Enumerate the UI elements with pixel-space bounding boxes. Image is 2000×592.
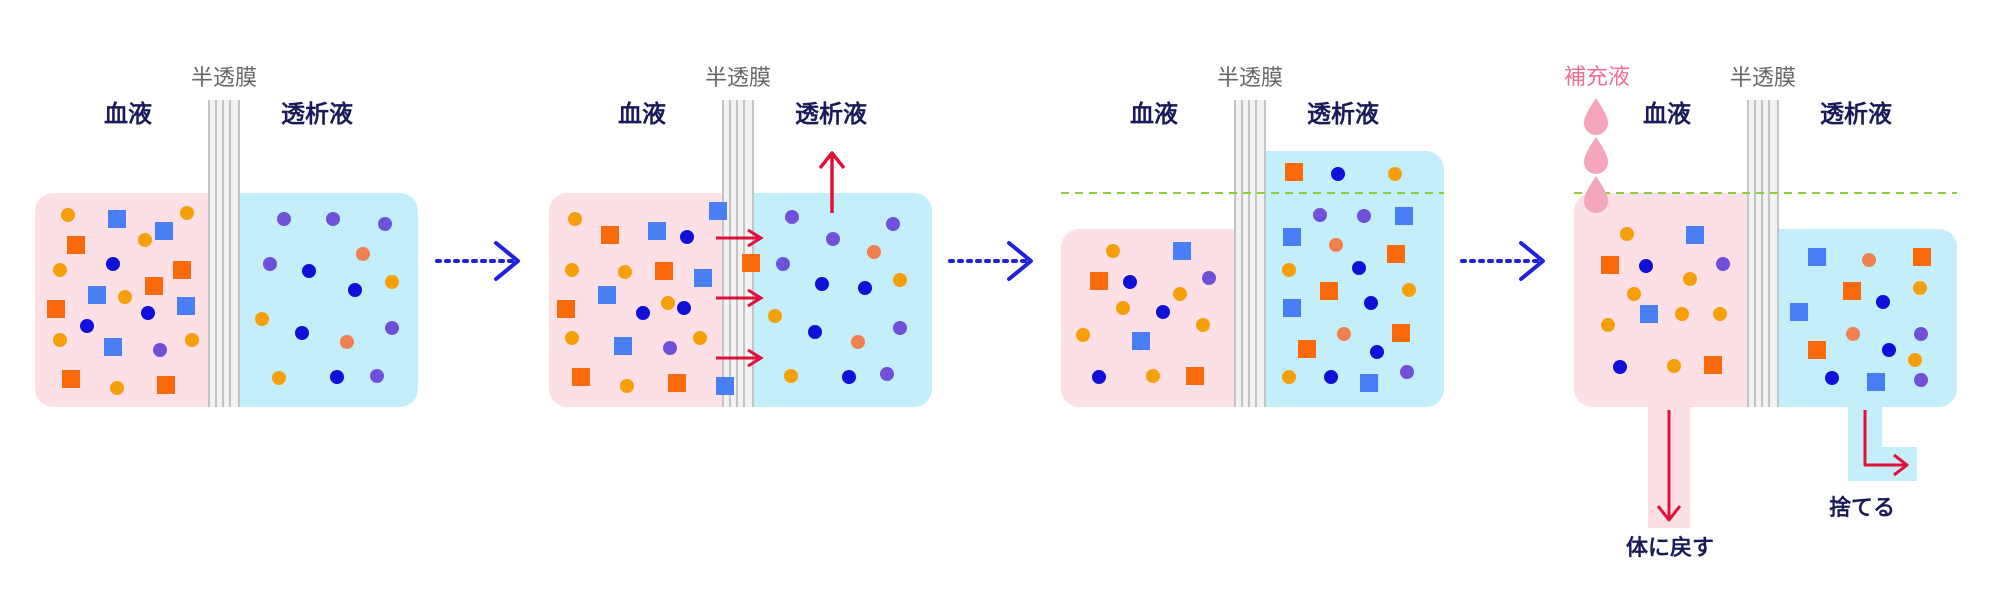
panel-1-diffusion-start: 半透膜 血液 透析液 — [35, 66, 418, 407]
droplet-icon — [1584, 98, 1608, 135]
dialysate-label: 透析液 — [795, 100, 867, 128]
discard-arrow — [1863, 410, 1909, 477]
particles — [47, 206, 399, 395]
semipermeable-membrane — [208, 100, 240, 407]
upward-flow-arrow — [818, 151, 846, 213]
particles — [1076, 163, 1416, 392]
discard-label: 捨てる — [1829, 495, 1895, 521]
particles — [1601, 226, 1931, 391]
dialysate-chamber — [237, 193, 418, 407]
blood-label: 血液 — [1643, 100, 1691, 128]
discard-outlet — [1848, 400, 1917, 481]
diffusion-arrows — [716, 228, 764, 368]
step-arrow-3 — [1460, 241, 1545, 281]
return-arrow — [1656, 410, 1682, 522]
panel-4-replacement: 体に戻す 捨てる 補充液 半透膜 血液 透析液 — [1564, 65, 1957, 561]
return-label: 体に戻す — [1626, 535, 1714, 561]
membrane-label: 半透膜 — [705, 66, 771, 91]
blood-label: 血液 — [618, 100, 666, 128]
dialysate-label: 透析液 — [1820, 100, 1892, 128]
particles — [557, 202, 907, 395]
replacement-label: 補充液 — [1564, 65, 1630, 90]
blood-chamber — [1574, 193, 1754, 407]
panel-3-fluid-shift: 半透膜 血液 透析液 — [1061, 66, 1444, 407]
membrane-label: 半透膜 — [191, 66, 257, 91]
dialysate-chamber — [751, 193, 932, 407]
membrane-label: 半透膜 — [1730, 66, 1796, 91]
dialysate-chamber — [1263, 151, 1444, 407]
semipermeable-membrane — [722, 100, 754, 407]
semipermeable-membrane — [1234, 100, 1266, 407]
dialysate-label: 透析液 — [281, 100, 353, 128]
step-arrow-1 — [435, 241, 520, 281]
blood-label: 血液 — [104, 100, 152, 128]
panel-2-diffusion: 半透膜 血液 透析液 — [549, 66, 932, 407]
dialysate-label: 透析液 — [1307, 100, 1379, 128]
droplet-icon — [1584, 137, 1608, 174]
membrane-label: 半透膜 — [1217, 66, 1283, 91]
blood-label: 血液 — [1130, 100, 1178, 128]
replacement-droplets — [1584, 98, 1608, 213]
blood-chamber — [549, 193, 729, 407]
step-arrow-2 — [948, 241, 1033, 281]
semipermeable-membrane — [1747, 100, 1779, 407]
droplet-icon — [1584, 176, 1608, 213]
